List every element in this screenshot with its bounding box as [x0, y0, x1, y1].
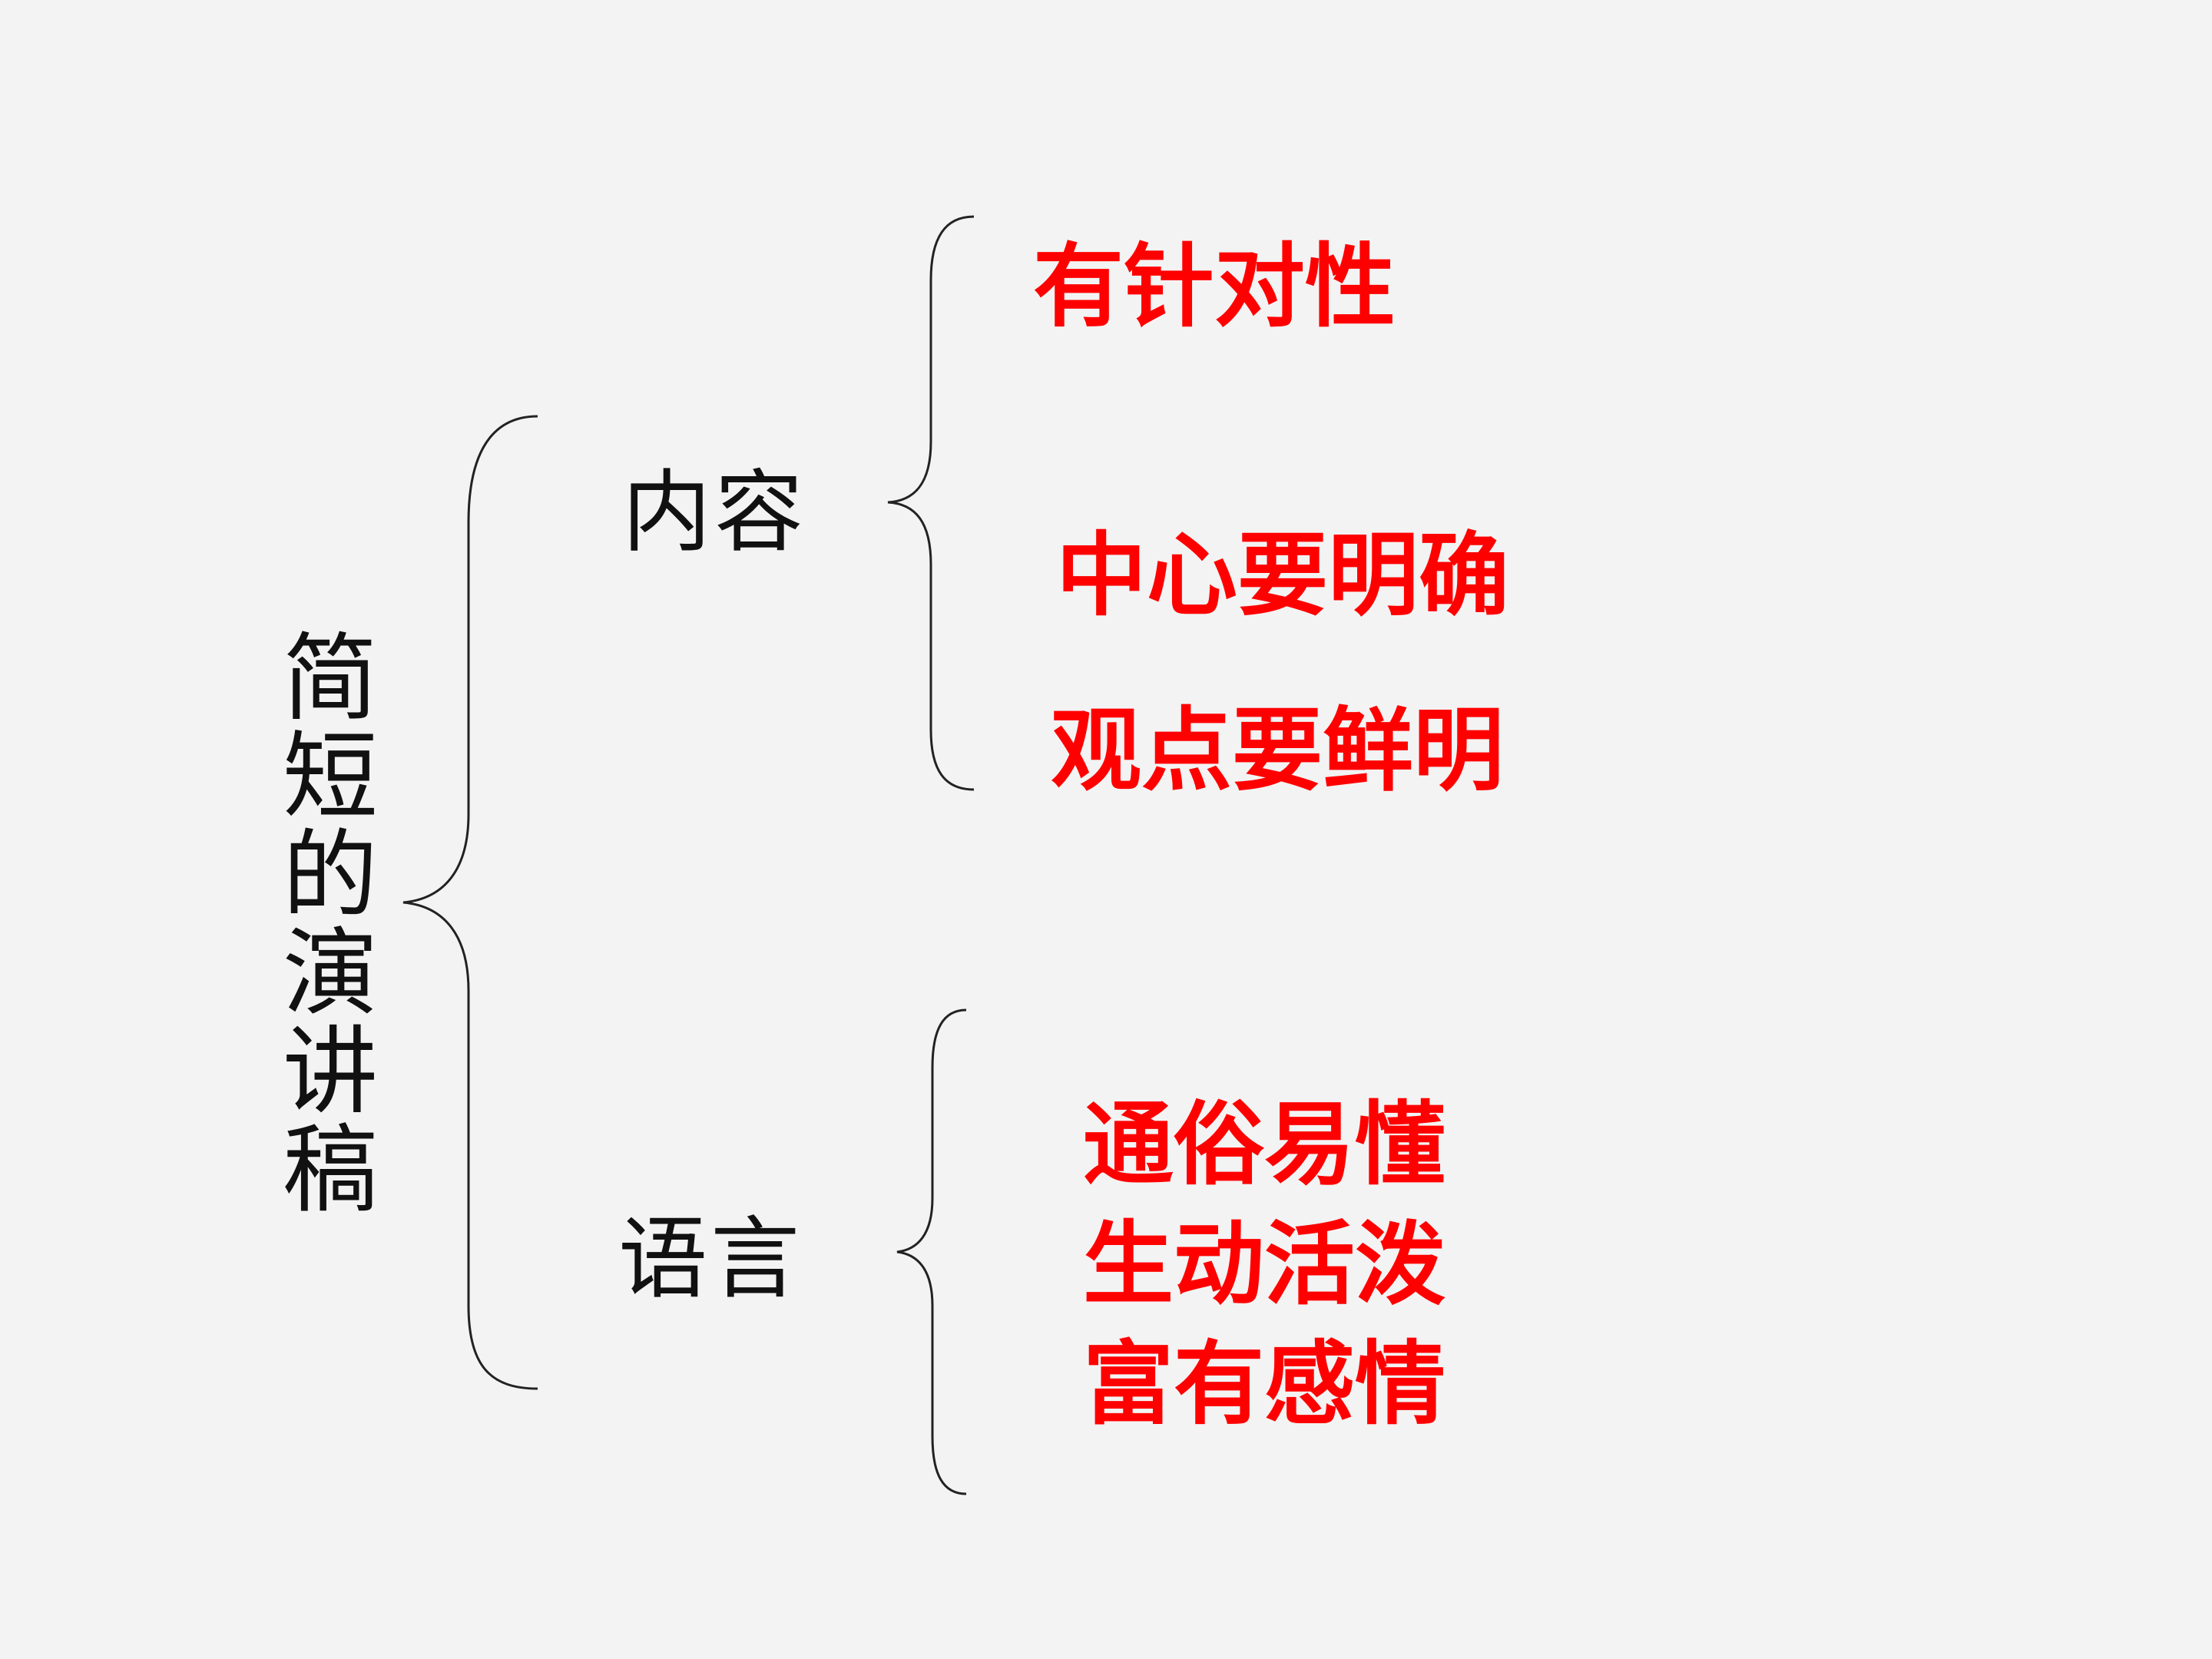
content-item-clear-center: 中心要明确: [1056, 522, 1510, 628]
language-item-plain: 通俗易懂: [1083, 1091, 1446, 1197]
branch-label-language: 语言: [618, 1207, 803, 1311]
root-brace: [402, 415, 538, 1390]
language-item-emotional: 富有感情: [1083, 1331, 1446, 1437]
root-title: 简短的演讲稿: [282, 624, 378, 1226]
content-item-distinct-view: 观点要鲜明: [1051, 697, 1505, 803]
language-items: 通俗易懂 生动活泼 富有感情: [1083, 1084, 1445, 1444]
content-item-targeted: 有针对性: [1033, 233, 1396, 339]
content-brace: [887, 215, 975, 791]
language-brace: [896, 1008, 967, 1495]
branch-label-content: 内容: [622, 461, 806, 565]
language-item-lively: 生动活泼: [1083, 1211, 1446, 1317]
